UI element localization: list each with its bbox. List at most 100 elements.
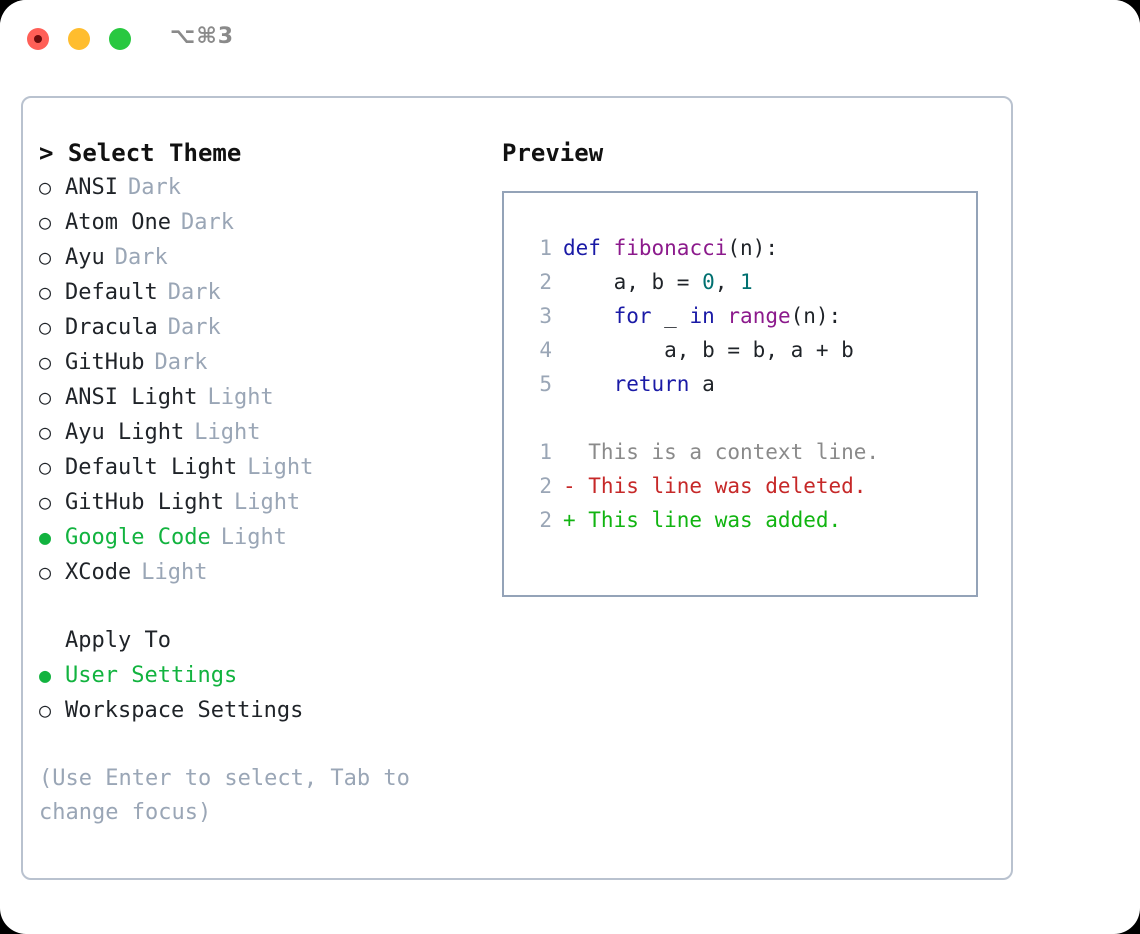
code-token: range	[727, 304, 791, 328]
line-content: - This line was deleted.	[563, 469, 866, 503]
line-number: 2	[539, 270, 552, 294]
theme-name: Default	[65, 280, 158, 305]
line-number: 3	[539, 304, 552, 328]
theme-name: ANSI	[65, 175, 118, 200]
radio-selected-icon: ●	[39, 525, 52, 549]
theme-name: GitHub	[65, 350, 145, 375]
code-token: def	[563, 236, 601, 260]
code-token: + This line was added.	[563, 508, 842, 532]
theme-type-badge: Light	[207, 385, 274, 410]
apply-to-label: Workspace Settings	[65, 698, 304, 723]
line-content: + This line was added.	[563, 503, 841, 537]
theme-name: Default Light	[65, 455, 238, 480]
maximize-button[interactable]	[109, 28, 131, 50]
theme-list-item[interactable]: ○ ANSI Light Light	[39, 380, 489, 415]
code-token: (n):	[790, 304, 842, 328]
diff-line: 2 + This line was added.	[522, 503, 976, 537]
line-content: return a	[563, 367, 715, 401]
theme-list-item[interactable]: ○ GitHub Light Light	[39, 485, 489, 520]
theme-name: Ayu Light	[65, 420, 185, 445]
keyboard-hint-text: (Use Enter to select, Tab to change focu…	[39, 766, 424, 825]
theme-name: Google Code	[65, 525, 211, 550]
title-bar: ⌥⌘3	[0, 0, 1140, 78]
select-theme-header: > Select Theme	[39, 139, 242, 167]
radio-selected-icon: ●	[39, 663, 52, 687]
window-controls	[27, 28, 131, 50]
theme-type-badge: Light	[233, 490, 301, 515]
line-content: def fibonacci(n):	[563, 231, 778, 265]
line-number: 1	[539, 440, 552, 464]
radio-unselected-icon: ○	[39, 280, 52, 304]
apply-to-list: ● User Settings ○ Workspace Settings	[39, 658, 489, 728]
theme-type-badge: Light	[194, 420, 261, 445]
theme-name: XCode	[65, 560, 132, 585]
code-token	[563, 304, 614, 328]
diff-line: 2- This line was deleted.	[522, 469, 976, 503]
line-content: This is a context line.	[563, 435, 879, 469]
theme-type-badge: Dark	[167, 280, 221, 305]
theme-type-badge: Light	[247, 455, 314, 480]
code-line: 4 a, b = b, a + b	[522, 333, 976, 367]
line-number: 1	[539, 236, 552, 260]
radio-unselected-icon: ○	[39, 420, 52, 444]
theme-name: Ayu	[65, 245, 105, 270]
radio-unselected-icon: ○	[39, 698, 52, 722]
apply-to-item[interactable]: ○ Workspace Settings	[39, 693, 489, 728]
theme-list-item[interactable]: ○ Ayu Light Light	[39, 415, 489, 450]
radio-unselected-icon: ○	[39, 175, 52, 199]
theme-list-item[interactable]: ○ Default Dark	[39, 275, 489, 310]
code-line: 3 for _ in range(n):	[522, 299, 976, 333]
line-content: a, b = 0, 1	[563, 265, 753, 299]
code-token	[715, 304, 728, 328]
code-token: ,	[714, 270, 741, 294]
theme-type-badge: Light	[141, 560, 208, 585]
radio-unselected-icon: ○	[39, 490, 52, 514]
code-token: This is a context line.	[563, 440, 880, 464]
code-line: 1 def fibonacci(n):	[522, 231, 976, 265]
code-token	[563, 372, 614, 396]
apply-to-label: User Settings	[65, 663, 238, 688]
code-token: in	[689, 304, 715, 328]
theme-type-badge: Dark	[114, 245, 168, 270]
radio-unselected-icon: ○	[39, 210, 52, 234]
theme-list-item[interactable]: ● Google Code Light	[39, 520, 489, 555]
theme-type-badge: Dark	[127, 175, 181, 200]
theme-type-badge: Light	[220, 525, 287, 550]
code-token: 1	[740, 270, 753, 294]
line-number: 4	[539, 338, 552, 362]
line-content: a, b = b, a + b	[563, 333, 854, 367]
code-token: a, b =	[563, 270, 703, 294]
apply-to-title: Apply To	[65, 628, 171, 653]
apply-to-item[interactable]: ● User Settings	[39, 658, 489, 693]
code-token: a	[689, 372, 715, 396]
theme-name: GitHub Light	[65, 490, 224, 515]
keyboard-shortcut-label: ⌥⌘3	[170, 24, 235, 49]
minimize-button[interactable]	[68, 28, 90, 50]
theme-list-item[interactable]: ○ ANSI Dark	[39, 170, 489, 205]
theme-name: ANSI Light	[65, 385, 198, 410]
radio-unselected-icon: ○	[39, 560, 52, 584]
close-button[interactable]	[27, 28, 49, 50]
code-token: return	[613, 372, 690, 396]
code-line: 2 a, b = 0, 1	[522, 265, 976, 299]
code-token	[601, 236, 614, 260]
preview-title: Preview	[502, 139, 604, 167]
radio-unselected-icon: ○	[39, 385, 52, 409]
theme-type-badge: Dark	[167, 315, 221, 340]
code-token: _	[651, 304, 690, 328]
line-number: 2	[539, 508, 552, 532]
code-token: 0	[702, 270, 715, 294]
code-token: - This line was deleted.	[563, 474, 867, 498]
theme-list-item[interactable]: ○ XCode Light	[39, 555, 489, 590]
code-token: for	[613, 304, 652, 328]
code-line: 5 return a	[522, 367, 976, 401]
diff-line: 1 This is a context line.	[522, 435, 976, 469]
